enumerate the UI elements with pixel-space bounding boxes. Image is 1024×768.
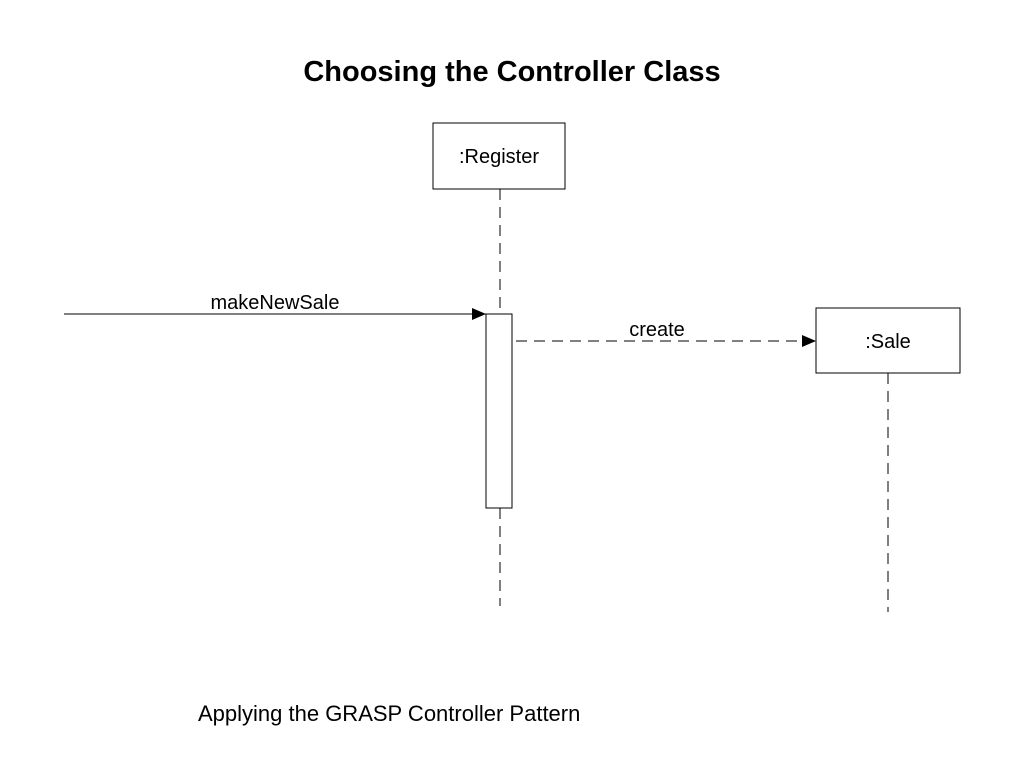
lifeline-sale: :Sale — [815, 307, 961, 612]
lifeline-register: :Register — [432, 122, 566, 606]
slide-title: Choosing the Controller Class — [303, 56, 721, 88]
create-label: create — [629, 319, 685, 341]
message-create: create — [516, 319, 816, 347]
message-make-new-sale: makeNewSale — [64, 292, 486, 320]
register-object-label: :Register — [459, 146, 539, 168]
make-new-sale-label: makeNewSale — [211, 292, 340, 314]
register-activation-bar — [485, 313, 513, 509]
sale-object-label: :Sale — [865, 331, 911, 353]
register-object-box — [432, 122, 566, 190]
slide-caption: Applying the GRASP Controller Pattern — [198, 701, 581, 726]
